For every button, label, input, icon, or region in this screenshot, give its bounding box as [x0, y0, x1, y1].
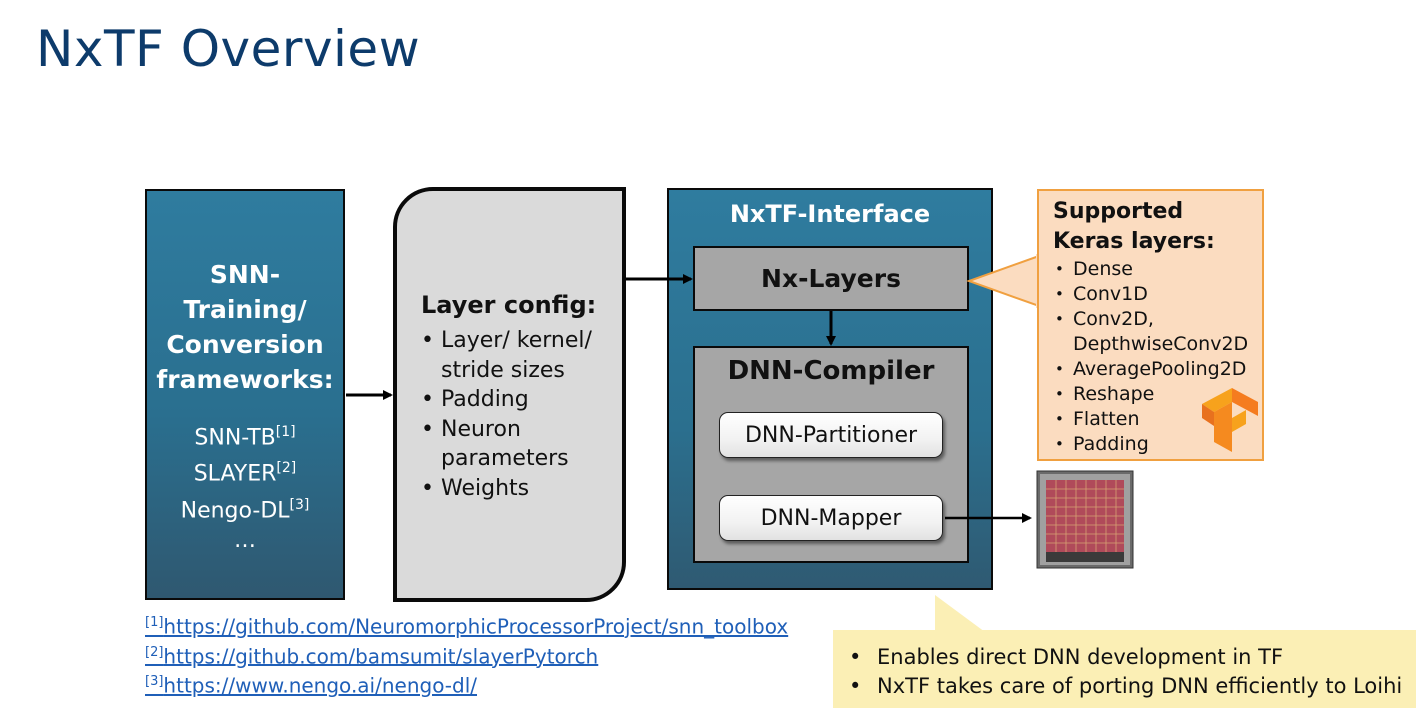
framework-item-slayer: SLAYER[2] [193, 460, 297, 487]
ref-marker: [1] [275, 424, 296, 440]
keras-heading-line: Keras layers: [1053, 229, 1215, 254]
keras-layers-list: Dense Conv1D Conv2D, DepthwiseConv2D Ave… [1053, 257, 1248, 457]
note-bullet: NxTF takes care of porting DNN efficient… [847, 672, 1402, 701]
snn-heading-line: Conversion [166, 330, 324, 359]
config-item-sizes: Layer/ kernel/ stride sizes [421, 326, 609, 385]
snn-heading-line: Training/ [183, 295, 307, 324]
note-bullet: Enables direct DNN development in TF [847, 643, 1402, 672]
framework-item-snn-tb: SNN-TB[1] [194, 424, 296, 451]
loihi-chip-icon [1036, 470, 1134, 569]
keras-callout-pointer [966, 254, 1040, 308]
dnn-partitioner-label: DNN-Partitioner [744, 422, 918, 448]
nxtf-interface-title: NxTF-Interface [729, 200, 931, 228]
framework-item-nengo-dl: Nengo-DL[3] [180, 496, 310, 523]
supported-keras-layers-box: Supported Keras layers: Dense Conv1D Con… [1037, 189, 1264, 461]
layer-config-list: Layer/ kernel/ stride sizes Padding Neur… [421, 326, 609, 503]
dnn-mapper-box: DNN-Mapper [719, 495, 943, 541]
nx-layers-box: Nx-Layers [693, 246, 969, 311]
config-item-neuron-params: Neuron parameters [421, 415, 609, 474]
dnn-compiler-box: DNN-Compiler DNN-Partitioner DNN-Mapper [693, 346, 969, 563]
ref-marker: [3] [289, 496, 310, 513]
keras-layer-item: Reshape [1053, 382, 1248, 407]
framework-item-ellipsis: … [234, 527, 256, 553]
snn-heading-line: frameworks: [156, 365, 334, 394]
snn-frameworks-heading: SNN- Training/ Conversion frameworks: [147, 257, 343, 397]
reference-link-2[interactable]: [2]https://github.com/bamsumit/slayerPyt… [145, 644, 599, 669]
references: [1]https://github.com/NeuromorphicProces… [145, 610, 788, 699]
snn-frameworks-list: SNN-TB[1] SLAYER[2] Nengo-DL[3] … [147, 417, 343, 556]
layer-config-box: Layer config: Layer/ kernel/ stride size… [393, 187, 626, 602]
keras-layer-item: Flatten [1053, 407, 1248, 432]
snn-frameworks-box: SNN- Training/ Conversion frameworks: SN… [145, 189, 345, 600]
dnn-mapper-label: DNN-Mapper [760, 505, 902, 531]
reference-link-1[interactable]: [1]https://github.com/NeuromorphicProces… [145, 614, 789, 639]
keras-heading: Supported Keras layers: [1053, 197, 1215, 257]
keras-heading-line: Supported [1053, 199, 1184, 224]
nx-layers-label: Nx-Layers [761, 264, 901, 293]
keras-layer-item: Conv1D [1053, 282, 1248, 307]
layer-config-heading: Layer config: [421, 291, 597, 319]
summary-note: Enables direct DNN development in TF NxT… [833, 630, 1416, 708]
dnn-compiler-title: DNN-Compiler [727, 356, 935, 386]
reference-link-3[interactable]: [3]https://www.nengo.ai/nengo-dl/ [145, 673, 478, 698]
config-item-weights: Weights [421, 474, 609, 504]
keras-layer-item: Padding [1053, 432, 1248, 457]
summary-note-list: Enables direct DNN development in TF NxT… [847, 643, 1402, 701]
ref-marker: [2] [276, 460, 297, 477]
page-title: NxTF Overview [36, 20, 421, 78]
config-item-padding: Padding [421, 385, 609, 415]
note-callout-pointer [935, 595, 985, 632]
keras-layer-item: AveragePooling2D [1053, 357, 1248, 382]
keras-layer-item: Conv2D, DepthwiseConv2D [1053, 307, 1248, 357]
keras-layer-item: Dense [1053, 257, 1248, 282]
dnn-partitioner-box: DNN-Partitioner [719, 412, 943, 458]
snn-heading-line: SNN- [209, 260, 281, 289]
